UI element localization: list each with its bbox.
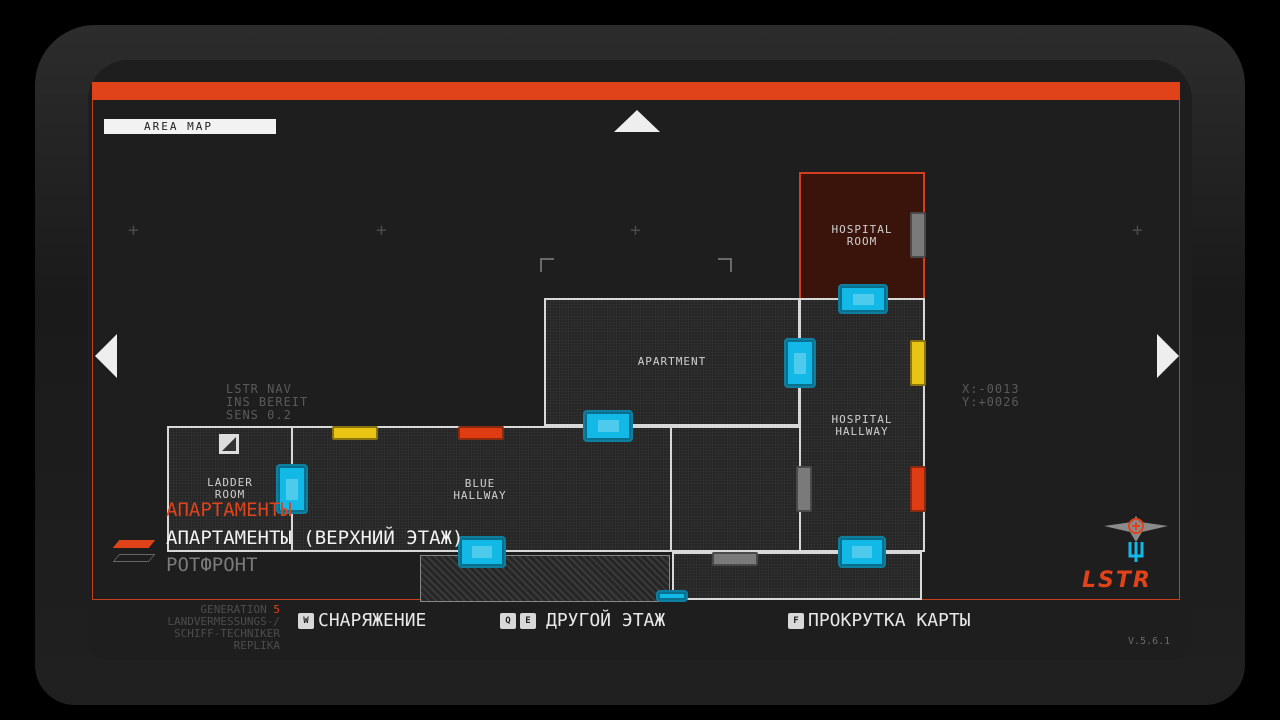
lstr-logo: LSTR [1082, 568, 1152, 593]
hint-equipment[interactable]: W СНАРЯЖЕНИЕ [298, 610, 426, 632]
door-cyan[interactable] [585, 412, 631, 440]
key-w-icon: W [298, 613, 314, 629]
area-map-label: AREA MAP [104, 119, 276, 134]
header-bar [92, 82, 1180, 100]
key-f-icon: F [788, 613, 804, 629]
door-yellow[interactable] [910, 340, 926, 386]
coord-y: Y:+0026 [962, 395, 1020, 409]
door-grey[interactable] [796, 466, 812, 512]
scroll-up-arrow-icon[interactable] [614, 110, 660, 132]
room-hospital-hallway[interactable] [799, 298, 925, 552]
key-q-icon: Q [500, 613, 516, 629]
door-red[interactable] [458, 426, 504, 440]
door-cyan[interactable] [658, 592, 686, 600]
room-apartment[interactable] [544, 298, 800, 426]
door-cyan[interactable] [840, 286, 886, 312]
focus-corner [540, 258, 554, 272]
grid-cross-icon: + [128, 220, 139, 241]
floor-layer-icon [112, 554, 156, 562]
grid-cross-icon: + [630, 220, 641, 241]
scroll-left-arrow-icon[interactable] [95, 334, 117, 378]
generation-line: SCHIFF-TECHNIKER [174, 627, 280, 640]
room-lower[interactable] [672, 552, 922, 600]
grid-cross-icon: + [376, 220, 387, 241]
generation-info: GENERATION 5 LANDVERMESSUNGS-/ SCHIFF-TE… [88, 604, 280, 652]
door-cyan[interactable] [278, 466, 306, 512]
floor-option-current[interactable]: АПАРТАМЕНТЫ [166, 499, 292, 521]
room-unnamed[interactable] [670, 426, 801, 552]
floor-option-upper[interactable]: АПАРТАМЕНТЫ (ВЕРХНИЙ ЭТАЖ) [166, 527, 464, 549]
nav-status-line: LSTR NAV [226, 382, 292, 396]
door-grey[interactable] [910, 212, 926, 258]
hospital-hallway-label: HOSPITAL HALLWAY [831, 413, 893, 438]
floor-option-other[interactable]: РОТФРОНТ [166, 554, 258, 576]
key-e-icon: E [520, 613, 536, 629]
door-cyan[interactable] [460, 538, 504, 566]
room-hospital-room[interactable] [799, 172, 925, 300]
coord-x: X:-0013 [962, 382, 1020, 396]
hint-scroll-label: ПРОКРУТКА КАРТЫ [808, 610, 971, 631]
focus-corner [718, 258, 732, 272]
nav-status-line: SENS 0.2 [226, 408, 292, 422]
nav-status-line: INS BEREIT [226, 395, 309, 409]
door-grey[interactable] [712, 552, 758, 566]
room-ladder-room[interactable] [167, 426, 293, 552]
hint-equipment-label: СНАРЯЖЕНИЕ [318, 610, 427, 631]
scroll-right-arrow-icon[interactable] [1157, 334, 1179, 378]
door-cyan[interactable] [840, 538, 884, 566]
generation-line: GENERATION 5 [200, 603, 280, 616]
door-cyan[interactable] [786, 340, 814, 386]
door-yellow[interactable] [332, 426, 378, 440]
lstr-emblem-icon [1104, 516, 1168, 562]
ladder-room-label: LADDER ROOM [207, 476, 253, 501]
hint-other-floor[interactable]: Q E ДРУГОЙ ЭТАЖ [500, 610, 665, 632]
floor-layer-icon [112, 540, 156, 548]
blue-hallway-label: BLUE HALLWAY [453, 477, 507, 502]
hint-scroll-map[interactable]: F ПРОКРУТКА КАРТЫ [788, 610, 971, 632]
room-blue-hallway[interactable] [291, 426, 672, 552]
nav-status: LSTR NAV INS BEREIT SENS 0.2 [226, 383, 308, 422]
generation-line: REPLIKA [233, 639, 280, 652]
apartment-label: APARTMENT [637, 355, 707, 368]
hint-floor-label: ДРУГОЙ ЭТАЖ [546, 610, 666, 631]
hospital-room-label: HOSPITAL ROOM [831, 223, 893, 248]
door-red[interactable] [910, 466, 926, 512]
coordinate-readout: X:-0013 Y:+0026 [962, 383, 1020, 409]
vent-area [420, 555, 670, 602]
generation-line: LANDVERMESSUNGS-/ [167, 615, 280, 628]
grid-cross-icon: + [1132, 220, 1143, 241]
ladder-icon [219, 434, 239, 454]
version-label: V.5.6.1 [1128, 636, 1171, 647]
